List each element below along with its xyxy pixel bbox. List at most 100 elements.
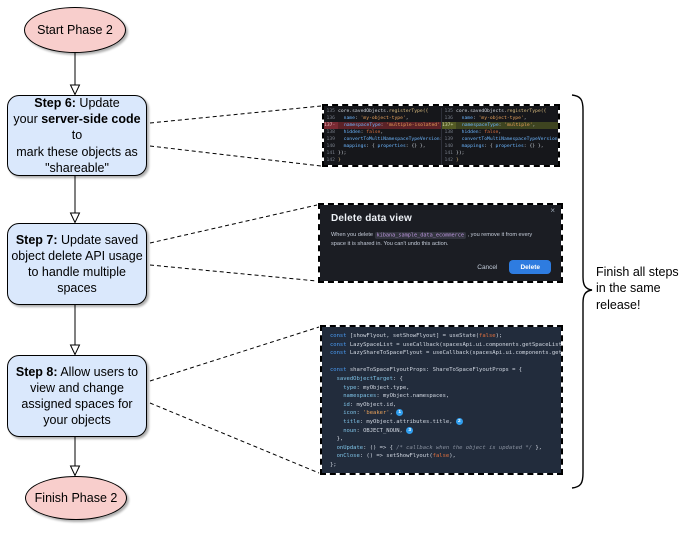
code-token: ({ <box>540 109 547 114</box>
code-token <box>330 453 337 459</box>
numbered-badge-icon: 3 <box>406 426 414 434</box>
code-token: registerType <box>506 109 541 114</box>
code-token: false <box>432 453 450 460</box>
code-token: properties <box>495 144 524 149</box>
diff-code-text: hidden: false, <box>456 129 558 136</box>
code-token: }; <box>330 461 337 468</box>
code-token: { <box>489 144 496 149</box>
code-token: icon <box>343 410 357 417</box>
start-node-label: Start Phase 2 <box>37 23 113 37</box>
diff-line: 139 convertToMultiNamespaceTypeVersion: … <box>324 136 441 143</box>
code-token: onUpdate <box>336 444 364 451</box>
code-token: /* callback when the object is updated *… <box>396 444 533 451</box>
diff-line: 138 hidden: false, <box>324 129 441 136</box>
code-token <box>330 445 337 451</box>
code-token: const <box>330 350 347 357</box>
arrowheads <box>69 84 81 477</box>
code-token: } <box>338 158 341 163</box>
code-token: : OBJECT_NOUN, <box>356 427 407 434</box>
code-token: const <box>330 367 347 374</box>
code-line: const [showFlyout, setShowFlyout] = useS… <box>330 332 553 341</box>
line-number: 138 <box>444 130 453 135</box>
line-number: 136 <box>444 116 453 121</box>
cancel-button[interactable]: Cancel <box>477 263 498 271</box>
numbered-badge-icon: 1 <box>396 409 404 417</box>
diff-code-text: } <box>456 157 558 164</box>
code-token: : () => { <box>363 444 397 451</box>
diff-code-text: namespaceType: 'multiple', <box>456 122 558 129</box>
code-token: , <box>380 130 384 135</box>
code-line: }; <box>330 461 553 470</box>
diff-code-text: core.savedObjects.registerType({ <box>456 108 558 115</box>
code-token: 'beaker' <box>363 410 390 417</box>
code-token: 'my-object-type' <box>360 116 406 121</box>
diff-line: 139 convertToMultiNamespaceTypeVersion: … <box>442 136 558 143</box>
diff-line: 140 mappings: { properties: {} }, <box>442 143 558 150</box>
code-token: : { <box>392 375 403 382</box>
line-number: 137+ <box>442 122 457 129</box>
code-token: namespaceType <box>461 123 499 128</box>
code-line: type: myObject.type, <box>330 384 553 393</box>
code-token: }, <box>537 144 544 149</box>
code-token: noun <box>343 427 357 434</box>
code-token: : <box>484 144 490 149</box>
code-token: name <box>343 116 355 121</box>
code-token: convertToMultiNamespaceTypeVersion <box>343 137 440 142</box>
code-line: namespaces: myObject.namespaces, <box>330 392 553 401</box>
code-token: }, <box>330 436 344 443</box>
code-token <box>330 410 343 416</box>
diff-line: 141}); <box>324 150 441 157</box>
diff-code-text: namespaceType: 'multiple-isolated', <box>338 122 441 129</box>
code-token: namespaces <box>343 393 377 400</box>
diff-code-text: }); <box>338 150 441 157</box>
code-token: , <box>440 123 441 128</box>
code-token: name <box>461 116 473 121</box>
code-token: 'multiple-isolated' <box>386 123 440 128</box>
code-token: ), <box>449 453 456 460</box>
code-token: false <box>484 130 499 135</box>
code-token: : <box>356 410 364 417</box>
code-token: core.savedObjects. <box>456 109 507 114</box>
code-line: icon: 'beaker', 1 <box>330 409 553 418</box>
close-icon[interactable]: × <box>550 206 555 215</box>
code-token: : <box>380 123 387 128</box>
code-token: : <box>405 144 412 149</box>
line-number: 142 <box>444 158 453 163</box>
code-token: convertToMultiNamespaceTypeVersion <box>461 137 558 142</box>
diff-code-text: name: 'my-object-type', <box>456 115 558 122</box>
code-token <box>330 419 343 425</box>
code-line: }, <box>330 435 553 444</box>
delete-button[interactable]: Delete <box>509 260 551 274</box>
code-token: : myObject.attributes.title, <box>359 418 456 425</box>
code-token: properties <box>377 144 406 149</box>
line-number: 140 <box>326 144 335 149</box>
diff-line: 136 name: 'my-object-type', <box>442 115 558 122</box>
line-number: 141 <box>326 151 335 156</box>
code-token: false <box>366 130 381 135</box>
code-token: : myObject.type, <box>356 384 410 391</box>
line-number: 135 <box>444 109 453 114</box>
line-number: 137- <box>324 122 339 129</box>
code-token: : <box>360 130 367 135</box>
diff-line: 142} <box>324 157 441 164</box>
diff-code-text: } <box>338 157 441 164</box>
code-line: onUpdate: () => { /* callback when the o… <box>330 444 553 453</box>
code-token: mappings <box>343 144 367 149</box>
code-line: title: myObject.attributes.title, 2 <box>330 417 553 427</box>
code-token: namespaceType <box>343 123 381 128</box>
diff-code-text: mappings: { properties: {} }, <box>456 143 558 150</box>
line-number: 136 <box>326 116 335 121</box>
code-token: title <box>343 418 360 425</box>
code-token <box>330 376 337 382</box>
arrowhead-icon <box>69 84 81 96</box>
code-token: : <box>523 144 530 149</box>
code-line: const LazyShareToSpaceFlyout = useCallba… <box>330 349 561 358</box>
diff-code-text: hidden: false, <box>338 129 441 136</box>
code-token: shareToSpaceFlyoutProps: ShareToSpaceFly… <box>346 367 523 374</box>
finish-node-label: Finish Phase 2 <box>34 491 118 505</box>
diff-line: 142} <box>442 157 558 164</box>
